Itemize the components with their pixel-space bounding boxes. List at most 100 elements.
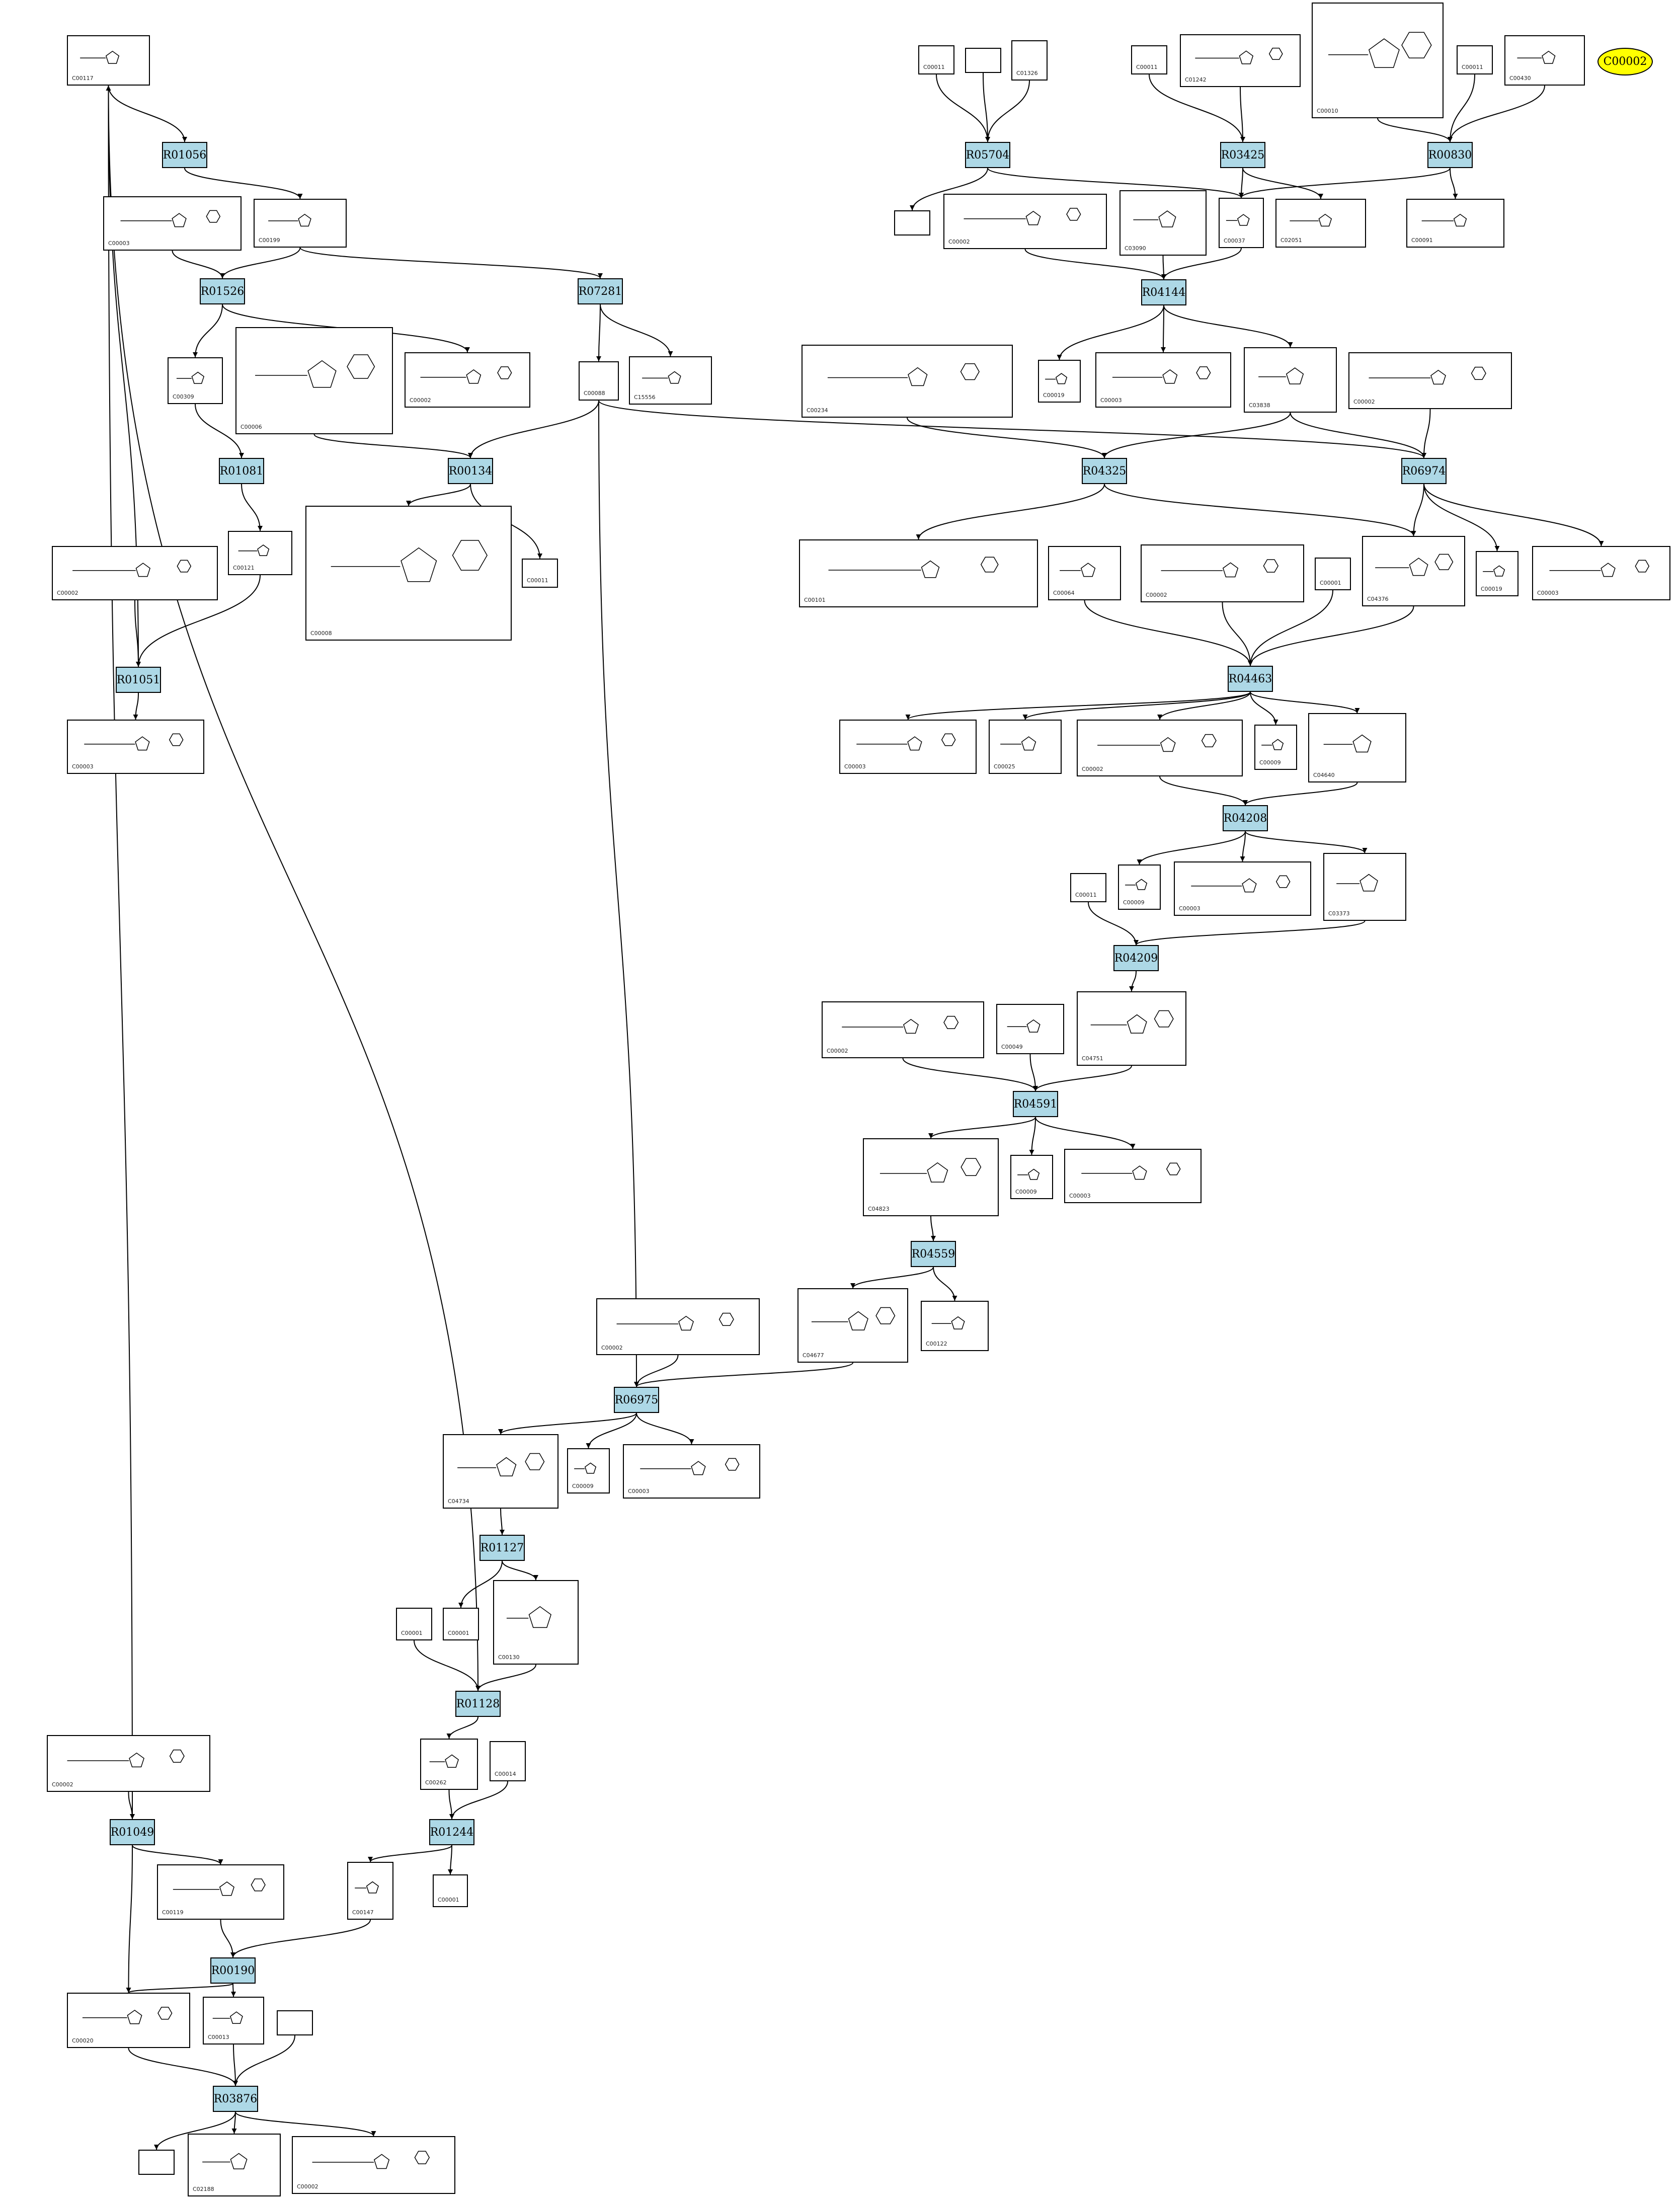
- reaction-r04463[interactable]: R04463: [1228, 666, 1273, 692]
- compound-c00121[interactable]: C00121: [228, 531, 292, 575]
- compound-c00011[interactable]: C00011: [522, 559, 558, 588]
- reaction-r03876[interactable]: R03876: [213, 2086, 258, 2112]
- compound-c00011[interactable]: C00011: [918, 45, 954, 74]
- compound-c03838[interactable]: C03838: [1244, 347, 1337, 413]
- reaction-r06975[interactable]: R06975: [614, 1387, 659, 1413]
- compound-c15556[interactable]: C15556: [629, 356, 712, 405]
- compound-c00064[interactable]: C00064: [1048, 546, 1121, 600]
- compound-c00002[interactable]: C00002: [52, 546, 218, 600]
- highlighted-compound-c00002[interactable]: C00002: [1597, 48, 1653, 75]
- compound-c00001[interactable]: C00001: [443, 1608, 479, 1640]
- reaction-r01051[interactable]: R01051: [116, 667, 161, 693]
- compound-c00008[interactable]: C00008: [305, 506, 512, 641]
- compound-c00117[interactable]: C00117: [67, 35, 150, 86]
- reaction-r00830[interactable]: R00830: [1427, 142, 1473, 168]
- compound-blank[interactable]: [138, 2150, 175, 2175]
- compound-c00119[interactable]: C00119: [157, 1864, 284, 1920]
- compound-c00130[interactable]: C00130: [493, 1580, 579, 1665]
- compound-c04640[interactable]: C04640: [1308, 713, 1406, 782]
- compound-c04734[interactable]: C04734: [443, 1434, 558, 1509]
- compound-c00002[interactable]: C00002: [1348, 352, 1512, 409]
- compound-c00010[interactable]: C00010: [1312, 3, 1444, 118]
- compound-c00002[interactable]: C00002: [1141, 544, 1304, 602]
- compound-c00014[interactable]: C00014: [490, 1741, 526, 1781]
- compound-c04823[interactable]: C04823: [863, 1138, 999, 1216]
- compound-c00011[interactable]: C00011: [1070, 873, 1106, 902]
- compound-c00002[interactable]: C00002: [47, 1735, 210, 1792]
- compound-c04751[interactable]: C04751: [1077, 991, 1186, 1066]
- compound-c04677[interactable]: C04677: [797, 1288, 908, 1363]
- compound-blank[interactable]: [277, 2010, 313, 2035]
- reaction-r00190[interactable]: R00190: [210, 1957, 256, 1984]
- reaction-r01128[interactable]: R01128: [455, 1691, 501, 1717]
- compound-c03373[interactable]: C03373: [1323, 853, 1406, 921]
- compound-c00003[interactable]: C00003: [1064, 1149, 1202, 1203]
- compound-c00003[interactable]: C00003: [103, 196, 242, 251]
- compound-c00025[interactable]: C00025: [989, 720, 1062, 774]
- compound-c00049[interactable]: C00049: [996, 1004, 1064, 1054]
- compound-c00011[interactable]: C00011: [1457, 45, 1493, 74]
- compound-c00009[interactable]: C00009: [1254, 725, 1297, 770]
- reaction-r04208[interactable]: R04208: [1223, 805, 1268, 831]
- compound-c00013[interactable]: C00013: [203, 1997, 264, 2044]
- reaction-r05704[interactable]: R05704: [965, 142, 1010, 168]
- compound-blank[interactable]: [965, 48, 1001, 73]
- compound-c00101[interactable]: C00101: [799, 539, 1038, 607]
- compound-c00003[interactable]: C00003: [67, 720, 204, 774]
- compound-c02188[interactable]: C02188: [188, 2134, 281, 2196]
- compound-c00262[interactable]: C00262: [420, 1739, 478, 1790]
- reaction-r04209[interactable]: R04209: [1113, 945, 1159, 971]
- compound-c00003[interactable]: C00003: [1532, 546, 1670, 600]
- compound-c02051[interactable]: C02051: [1275, 199, 1366, 248]
- reaction-r04144[interactable]: R04144: [1141, 279, 1186, 305]
- compound-c00088[interactable]: C00088: [579, 361, 619, 401]
- compound-c00001[interactable]: C00001: [396, 1608, 432, 1640]
- compound-c00020[interactable]: C00020: [67, 1993, 190, 2048]
- compound-c00003[interactable]: C00003: [1095, 352, 1231, 408]
- compound-c00199[interactable]: C00199: [254, 199, 347, 248]
- reaction-r06974[interactable]: R06974: [1401, 458, 1447, 484]
- compound-c00002[interactable]: C00002: [292, 2136, 455, 2194]
- reaction-r01081[interactable]: R01081: [219, 458, 264, 484]
- compound-blank[interactable]: [894, 210, 930, 235]
- compound-c00009[interactable]: C00009: [1010, 1155, 1053, 1199]
- compound-c00147[interactable]: C00147: [347, 1862, 393, 1920]
- compound-c00037[interactable]: C00037: [1219, 198, 1264, 248]
- reaction-r01244[interactable]: R01244: [429, 1819, 474, 1845]
- compound-c00309[interactable]: C00309: [168, 357, 223, 404]
- compound-c00001[interactable]: C00001: [1315, 558, 1351, 590]
- reaction-r04325[interactable]: R04325: [1082, 458, 1127, 484]
- compound-c00002[interactable]: C00002: [1077, 720, 1243, 776]
- reaction-r01127[interactable]: R01127: [479, 1535, 525, 1561]
- reaction-r01049[interactable]: R01049: [110, 1819, 155, 1845]
- compound-c01242[interactable]: C01242: [1180, 34, 1301, 87]
- reaction-r04559[interactable]: R04559: [911, 1241, 956, 1267]
- reaction-r01056[interactable]: R01056: [162, 142, 207, 168]
- compound-c00091[interactable]: C00091: [1406, 199, 1504, 248]
- compound-c00009[interactable]: C00009: [567, 1448, 610, 1493]
- compound-c00019[interactable]: C00019: [1476, 551, 1518, 596]
- reaction-r00134[interactable]: R00134: [448, 458, 493, 484]
- compound-c00002[interactable]: C00002: [943, 194, 1107, 249]
- compound-c00002[interactable]: C00002: [822, 1001, 984, 1058]
- reaction-r07281[interactable]: R07281: [578, 278, 623, 304]
- compound-c00002[interactable]: C00002: [596, 1298, 760, 1355]
- compound-c00234[interactable]: C00234: [802, 345, 1013, 418]
- compound-c00430[interactable]: C00430: [1504, 35, 1585, 86]
- compound-c00122[interactable]: C00122: [921, 1301, 989, 1351]
- compound-c01326[interactable]: C01326: [1011, 40, 1048, 81]
- compound-c00001[interactable]: C00001: [433, 1874, 468, 1907]
- reaction-r04591[interactable]: R04591: [1013, 1091, 1058, 1117]
- compound-c00006[interactable]: C00006: [235, 327, 393, 434]
- reaction-r03425[interactable]: R03425: [1220, 142, 1265, 168]
- compound-c00003[interactable]: C00003: [1174, 861, 1311, 916]
- compound-c00011[interactable]: C00011: [1131, 45, 1167, 74]
- compound-c00019[interactable]: C00019: [1038, 360, 1081, 403]
- compound-c00009[interactable]: C00009: [1118, 864, 1161, 910]
- compound-c00003[interactable]: C00003: [839, 720, 977, 774]
- compound-c04376[interactable]: C04376: [1362, 536, 1465, 606]
- compound-c00002[interactable]: C00002: [405, 352, 530, 408]
- compound-c03090[interactable]: C03090: [1119, 190, 1207, 256]
- reaction-r01526[interactable]: R01526: [200, 278, 245, 304]
- compound-c00003[interactable]: C00003: [623, 1444, 760, 1499]
